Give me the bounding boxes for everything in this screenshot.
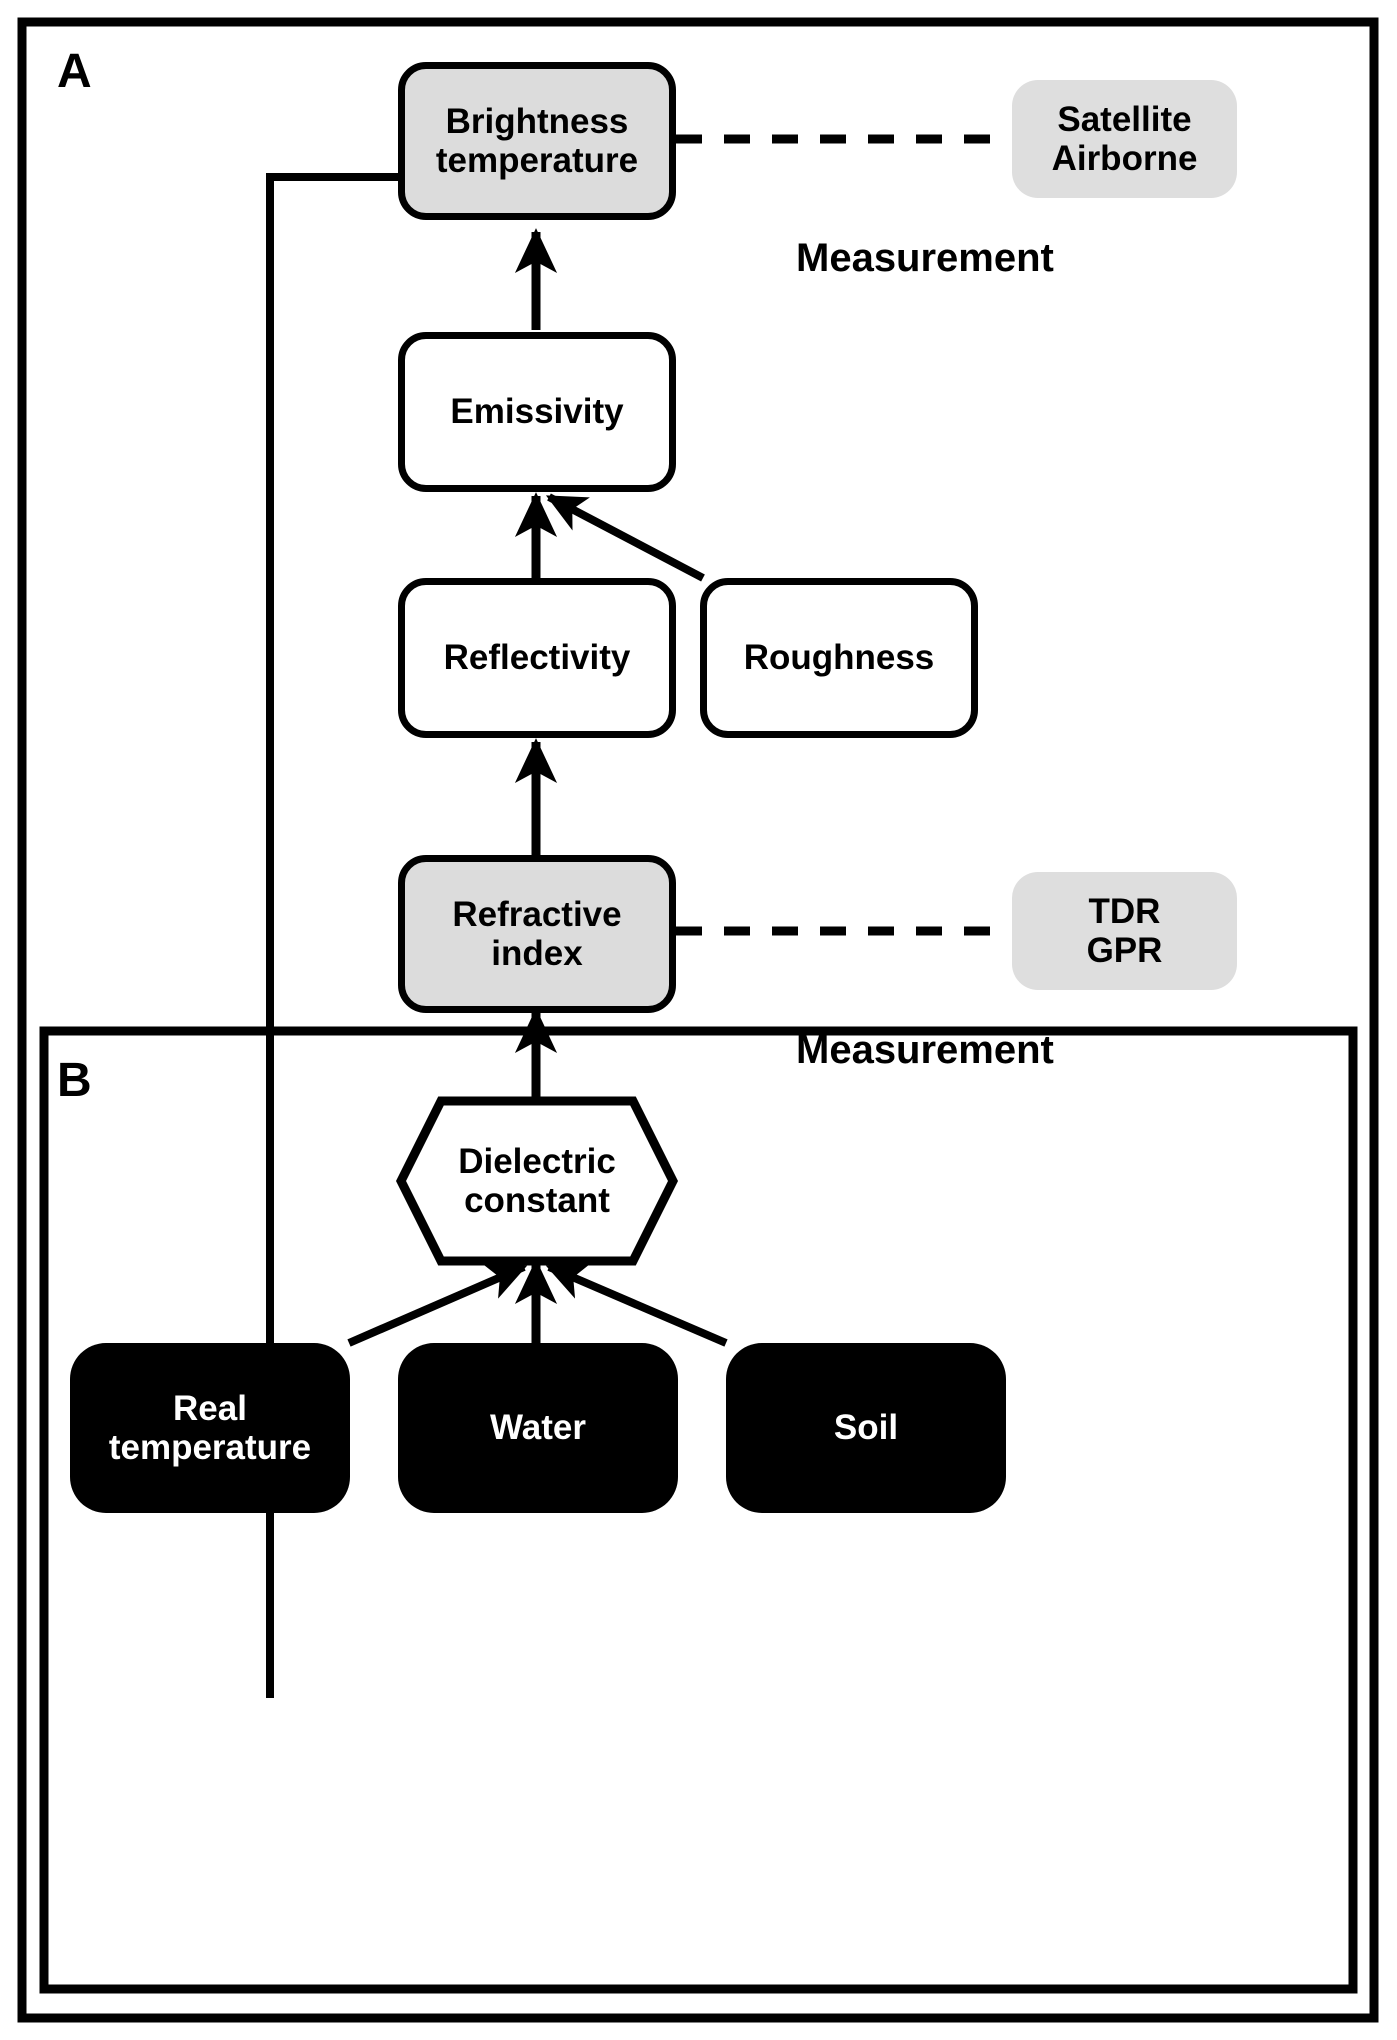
node-roughness[interactable]: Roughness: [700, 578, 978, 738]
node-soil[interactable]: Soil: [726, 1343, 1006, 1513]
panel-b-frame: [39, 1026, 1358, 1994]
node-water[interactable]: Water: [398, 1343, 678, 1513]
panel-label-b: B: [57, 1054, 92, 1107]
edge-roughness-to-emissivity: [545, 493, 705, 582]
edge-soil-to-dielectric: [545, 1263, 728, 1347]
node-reflectivity[interactable]: Reflectivity: [398, 578, 676, 738]
edge-realtemp-to-dielectric: [347, 1263, 528, 1347]
panel-label-a: A: [57, 45, 92, 98]
hexagon-shape: [396, 1096, 678, 1266]
caption-measurement-bottom: Measurement: [796, 1028, 1054, 1072]
caption-measurement-top: Measurement: [796, 236, 1054, 280]
node-emissivity[interactable]: Emissivity: [398, 332, 676, 492]
panel-a-frame: [17, 17, 1379, 2023]
